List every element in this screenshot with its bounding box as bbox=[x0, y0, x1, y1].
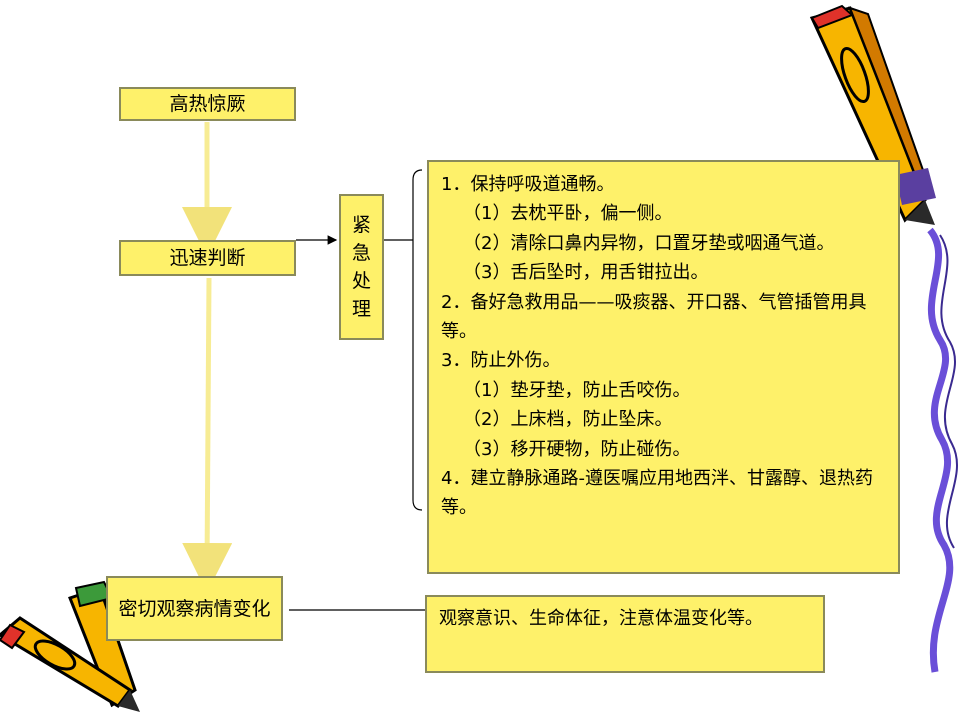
step-1-1: （1）去枕平卧，偏一侧。 bbox=[463, 203, 673, 225]
step-1: 1．保持呼吸道通畅。 bbox=[441, 174, 615, 195]
observation-detail-text: 观察意识、生命体征，注意体温变化等。 bbox=[439, 608, 763, 629]
pencil-clipart-bottom-left bbox=[0, 580, 140, 712]
node-high-fever-label: 高热惊厥 bbox=[169, 93, 246, 115]
node-close-observation: 密切观察病情变化 bbox=[106, 576, 283, 641]
observation-detail-box: 观察意识、生命体征，注意体温变化等。 bbox=[425, 595, 825, 673]
node-high-fever-convulsion: 高热惊厥 bbox=[119, 87, 296, 121]
arrow-judge-to-observe bbox=[182, 277, 233, 593]
step-2: 2．备好急救用品——吸痰器、开口器、气管插管用具等。 bbox=[441, 291, 867, 343]
brace bbox=[412, 169, 423, 511]
node-quick-judgment-label: 迅速判断 bbox=[169, 247, 246, 269]
step-4: 4．建立静脉通路-遵医嘱应用地西泮、甘露醇、退热药等。 bbox=[441, 468, 873, 519]
step-3-1: （1）垫牙垫，防止舌咬伤。 bbox=[463, 379, 691, 401]
step-1-2: （2）清除口鼻内异物，口置牙垫或咽通气道。 bbox=[463, 232, 835, 254]
purple-ribbon bbox=[927, 227, 954, 673]
node-emergency-treatment: 紧急处理 bbox=[339, 194, 384, 340]
node-emergency-label: 紧急处理 bbox=[351, 214, 371, 320]
step-3-2: （2）上床档，防止坠床。 bbox=[463, 409, 673, 431]
step-3: 3．防止外伤。 bbox=[441, 350, 561, 372]
emergency-steps-box: 1．保持呼吸道通畅。 （1）去枕平卧，偏一侧。 （2）清除口鼻内异物，口置牙垫或… bbox=[427, 160, 900, 574]
step-1-3: （3）舌后坠时，用舌钳拉出。 bbox=[463, 262, 709, 284]
node-quick-judgment: 迅速判断 bbox=[119, 240, 296, 276]
step-3-3: （3）移开硬物，防止碰伤。 bbox=[463, 438, 691, 460]
node-close-observation-label: 密切观察病情变化 bbox=[118, 597, 271, 620]
